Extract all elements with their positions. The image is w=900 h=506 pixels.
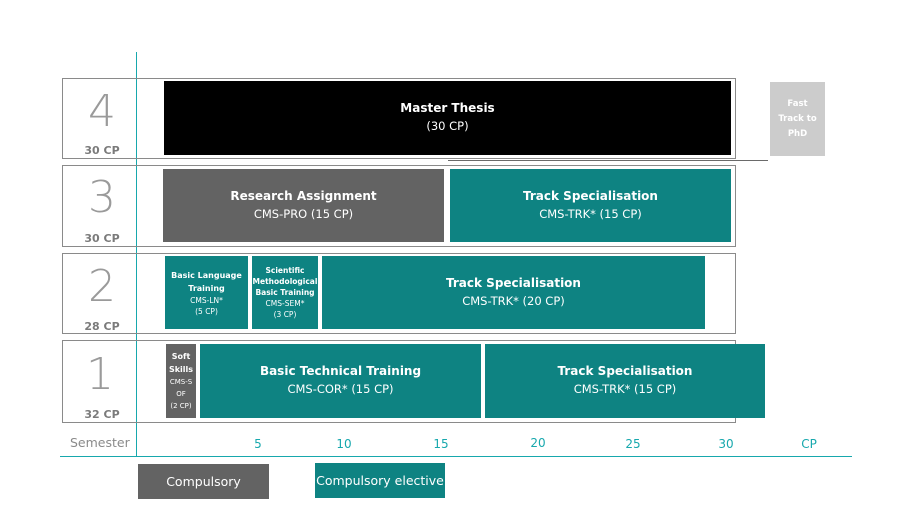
semester-row-3: [62, 165, 736, 247]
fast-track-title: Fast Track to PhD: [778, 98, 817, 139]
axis-tick-5: 5: [254, 437, 262, 451]
fast-track-connector: [448, 160, 768, 161]
soft-skills-title: Soft Skills: [168, 351, 194, 374]
scientific-cp: (3 CP): [273, 310, 297, 319]
research-assignment-title: Research Assignment: [230, 188, 377, 203]
track-s1-title: Track Specialisation: [557, 364, 693, 378]
semester-cp-2: 28 CP: [84, 320, 120, 333]
semester-cp-1: 32 CP: [84, 408, 120, 421]
axis-tick-10: 10: [336, 437, 352, 451]
basic-language-training-module[interactable]: Basic Language Training CMS-LN* (5 CP): [165, 256, 248, 329]
language-code: CMS-LN*: [190, 295, 223, 305]
track-specialisation-s3-module[interactable]: Track Specialisation CMS-TRK* (15 CP): [450, 169, 731, 242]
semester-row-4: [62, 78, 736, 159]
semester-cp-4: 30 CP: [84, 144, 120, 157]
semester-axis-label: Semester: [70, 435, 130, 450]
fast-track-phd-module[interactable]: Fast Track to PhD: [770, 82, 825, 156]
master-thesis-title: Master Thesis: [400, 101, 495, 115]
semester-number-3: 3: [88, 172, 116, 223]
basic-technical-training-module[interactable]: Basic Technical Training CMS-COR* (15 CP…: [200, 344, 481, 418]
track-s1-code: CMS-TRK* (15 CP): [573, 382, 677, 396]
research-assignment-module[interactable]: Research Assignment CMS-PRO (15 CP): [163, 169, 444, 242]
research-assignment-code: CMS-PRO (15 CP): [253, 206, 354, 221]
scientific-code: CMS-SEM*: [265, 299, 305, 308]
semester-number-4: 4: [88, 86, 116, 137]
language-title: Basic Language Training: [171, 270, 242, 293]
legend-compulsory: Compulsory: [138, 464, 269, 499]
axis-tick-15: 15: [433, 437, 449, 451]
basic-technical-code: CMS-COR* (15 CP): [287, 382, 394, 396]
soft-skills-module[interactable]: Soft Skills CMS-SOF (2 CP): [166, 344, 196, 418]
track-s2-code: CMS-TRK* (20 CP): [462, 293, 565, 308]
track-specialisation-s2-module[interactable]: Track Specialisation CMS-TRK* (20 CP): [322, 256, 705, 329]
scientific-methodological-module[interactable]: Scientific Methodological Basic Training…: [252, 256, 318, 329]
semester-number-1: 1: [86, 349, 114, 400]
track-specialisation-s1-module[interactable]: Track Specialisation CMS-TRK* (15 CP): [485, 344, 765, 418]
horizontal-axis-line: [60, 456, 852, 457]
axis-unit-cp: CP: [801, 437, 817, 451]
master-thesis-module[interactable]: Master Thesis (30 CP): [164, 81, 731, 155]
track-s2-title: Track Specialisation: [446, 275, 581, 290]
semester-row-2: [62, 253, 736, 334]
semester-cp-3: 30 CP: [84, 232, 120, 245]
vertical-axis-line: [136, 52, 137, 457]
scientific-title: Scientific Methodological Basic Training: [252, 266, 318, 297]
axis-tick-20: 20: [530, 436, 546, 450]
track-s3-code: CMS-TRK* (15 CP): [539, 206, 642, 221]
axis-tick-25: 25: [625, 437, 641, 451]
track-s3-title: Track Specialisation: [523, 188, 658, 203]
language-cp: (5 CP): [195, 306, 218, 316]
basic-technical-title: Basic Technical Training: [259, 364, 422, 378]
soft-skills-code: CMS-SOF: [169, 377, 193, 398]
soft-skills-cp: (2 CP): [170, 401, 192, 410]
axis-tick-30: 30: [718, 437, 734, 451]
semester-number-2: 2: [88, 261, 116, 312]
legend-compulsory-elective: Compulsory elective: [315, 463, 445, 498]
master-thesis-cp: (30 CP): [426, 119, 469, 133]
